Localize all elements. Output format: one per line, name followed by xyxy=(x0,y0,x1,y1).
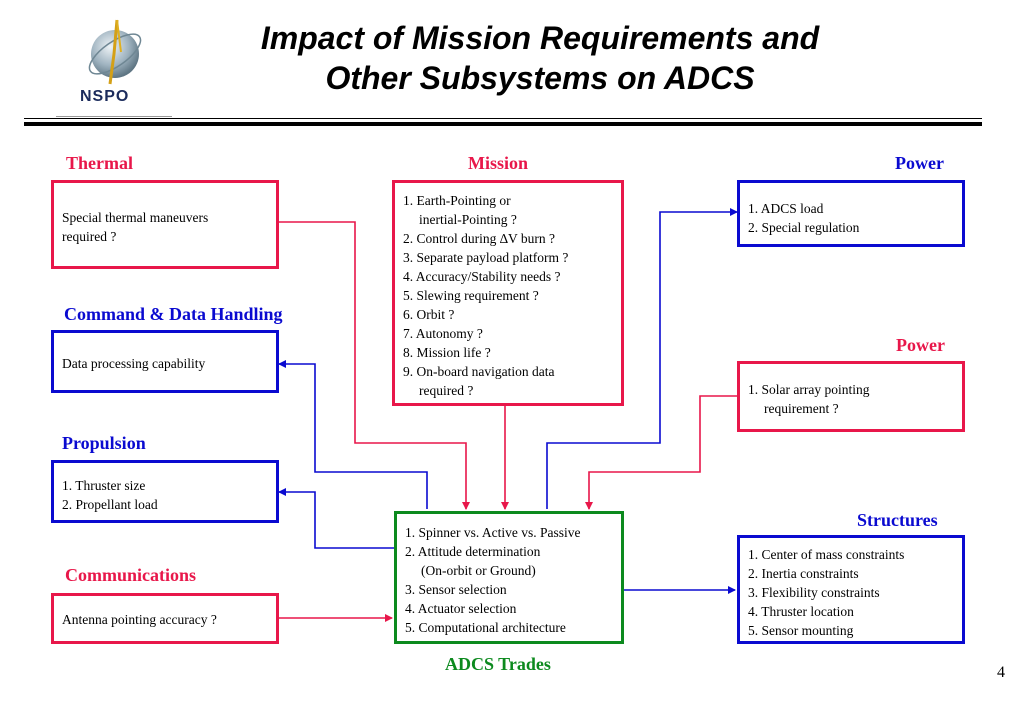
communications-item-1: Antenna pointing accuracy ? xyxy=(62,612,217,627)
structures-box: 1. Center of mass constraints 2. Inertia… xyxy=(737,535,965,644)
power-mid-label: Power xyxy=(896,335,945,355)
title-rule-thick xyxy=(24,122,982,126)
mission-item-4: 4. Accuracy/Stability needs ? xyxy=(403,269,561,284)
communications-label: Communications xyxy=(65,565,197,585)
mission-item-9: 9. On-board navigation data xyxy=(403,364,555,379)
power-top-item-2: 2. Special regulation xyxy=(748,220,860,235)
thermal-line-2: required ? xyxy=(62,229,117,244)
adcs-to-power-top-arrow xyxy=(546,208,738,509)
thermal-to-adcs-arrow xyxy=(277,221,470,510)
propulsion-item-1: 1. Thruster size xyxy=(62,478,146,493)
power-mid-to-adcs-arrow xyxy=(585,395,737,510)
nspo-logo: NSPO xyxy=(70,14,160,110)
communications-box: Antenna pointing accuracy ? xyxy=(51,593,279,644)
adcs-to-cdh-arrow xyxy=(278,360,428,509)
structures-item-2: 2. Inertia constraints xyxy=(748,566,859,581)
adcs-item-2-cont: (On-orbit or Ground) xyxy=(421,563,536,578)
adcs-item-5: 5. Computational architecture xyxy=(405,620,566,635)
logo-underline xyxy=(56,116,172,117)
propulsion-box: 1. Thruster size 2. Propellant load xyxy=(51,460,279,523)
cdh-label: Command & Data Handling xyxy=(64,304,283,324)
power-mid-item-1-cont: requirement ? xyxy=(764,401,839,416)
mission-item-9-cont: required ? xyxy=(419,383,474,398)
cdh-item-1: Data processing capability xyxy=(62,356,206,371)
structures-item-5: 5. Sensor mounting xyxy=(748,623,854,638)
propulsion-label: Propulsion xyxy=(62,433,146,453)
title-rule-thin xyxy=(24,118,982,119)
mission-item-1-cont: inertial-Pointing ? xyxy=(419,212,517,227)
structures-label: Structures xyxy=(857,510,938,530)
adcs-item-1: 1. Spinner vs. Active vs. Passive xyxy=(405,525,581,540)
mission-item-2: 2. Control during ∆V burn ? xyxy=(403,231,556,246)
adcs-item-2: 2. Attitude determination xyxy=(405,544,541,559)
page-title-line-1: Impact of Mission Requirements and xyxy=(260,20,820,56)
mission-label: Mission xyxy=(468,153,529,173)
cdh-box: Data processing capability xyxy=(51,330,279,393)
mission-item-3: 3. Separate payload platform ? xyxy=(403,250,569,265)
structures-item-4: 4. Thruster location xyxy=(748,604,854,619)
mission-box: 1. Earth-Pointing or inertial-Pointing ?… xyxy=(392,180,624,406)
globe-icon xyxy=(88,19,142,85)
power-top-box: 1. ADCS load 2. Special regulation xyxy=(737,180,965,247)
thermal-line-1: Special thermal maneuvers xyxy=(62,210,209,225)
adcs-item-4: 4. Actuator selection xyxy=(405,601,517,616)
power-top-item-1: 1. ADCS load xyxy=(748,201,824,216)
mission-item-1: 1. Earth-Pointing or xyxy=(403,193,511,208)
power-mid-box: 1. Solar array pointing requirement ? xyxy=(737,361,965,432)
logo-text: NSPO xyxy=(80,88,130,105)
adcs-trades-box: 1. Spinner vs. Active vs. Passive 2. Att… xyxy=(394,511,624,644)
mission-item-5: 5. Slewing requirement ? xyxy=(403,288,539,303)
power-mid-item-1: 1. Solar array pointing xyxy=(748,382,870,397)
adcs-trades-label: ADCS Trades xyxy=(445,654,551,674)
thermal-label: Thermal xyxy=(66,153,133,173)
structures-item-3: 3. Flexibility constraints xyxy=(748,585,880,600)
mission-item-7: 7. Autonomy ? xyxy=(403,326,483,341)
thermal-box: Special thermal maneuvers required ? xyxy=(51,180,279,269)
adcs-to-propulsion-arrow xyxy=(278,488,394,549)
page-number: 4 xyxy=(997,664,1005,681)
propulsion-item-2: 2. Propellant load xyxy=(62,497,158,512)
mission-item-8: 8. Mission life ? xyxy=(403,345,491,360)
adcs-item-3: 3. Sensor selection xyxy=(405,582,507,597)
structures-item-1: 1. Center of mass constraints xyxy=(748,547,905,562)
page-title-line-2: Other Subsystems on ADCS xyxy=(325,60,755,96)
power-top-label: Power xyxy=(895,153,944,173)
mission-item-6: 6. Orbit ? xyxy=(403,307,455,322)
